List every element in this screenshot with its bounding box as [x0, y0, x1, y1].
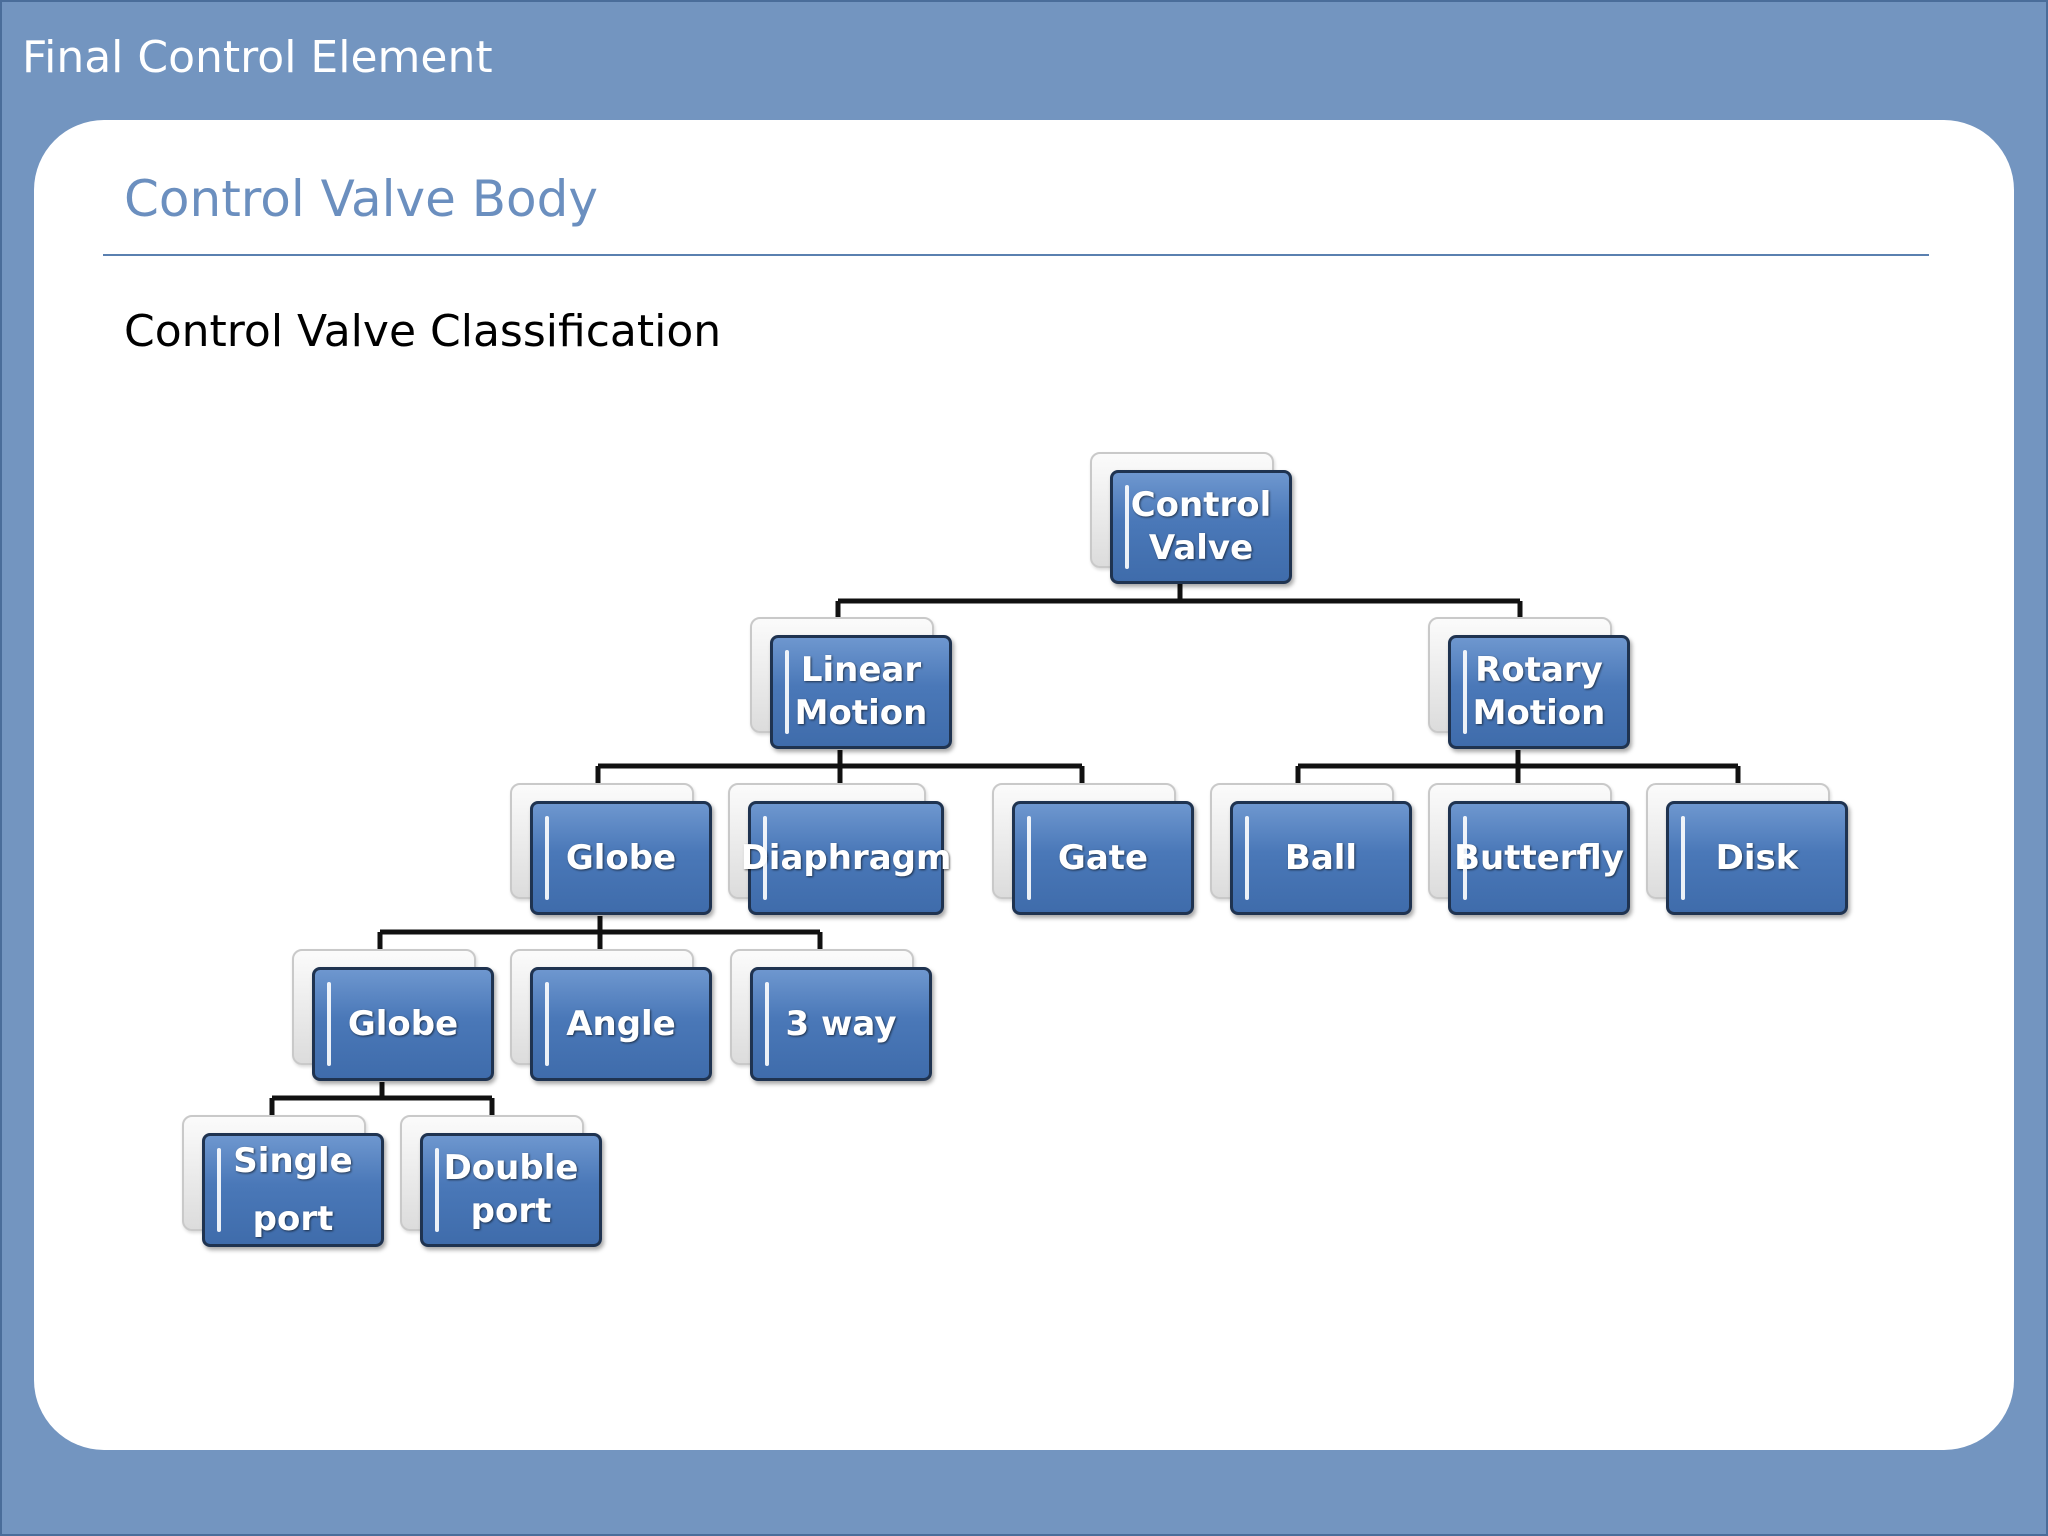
node-control-valve: Control Valve	[1090, 452, 1292, 584]
node-ball: Ball	[1210, 783, 1412, 915]
node-gate: Gate	[992, 783, 1194, 915]
node-box: Butterfly	[1448, 801, 1630, 915]
title-divider	[103, 254, 1929, 256]
node-label: Rotary Motion	[1472, 650, 1606, 733]
slide-title: Control Valve Body	[124, 170, 598, 228]
node-butterfly: Butterfly	[1428, 783, 1630, 915]
header-title: Final Control Element	[22, 32, 493, 83]
node-double-port: Double port	[400, 1115, 602, 1247]
node-box: Double port	[420, 1133, 602, 1247]
node-disk: Disk	[1646, 783, 1848, 915]
node-box: Gate	[1012, 801, 1194, 915]
node-label: Ball	[1284, 837, 1358, 878]
node-label: 3 way	[785, 1003, 897, 1044]
node-label: Linear Motion	[794, 650, 928, 733]
node-box: Rotary Motion	[1448, 635, 1630, 749]
node-box: Globe	[312, 967, 494, 1081]
node-box: Angle	[530, 967, 712, 1081]
node-globe: Globe	[510, 783, 712, 915]
node-label: Butterfly	[1454, 837, 1624, 878]
node-label: Single port	[233, 1141, 353, 1239]
node-box: Single port	[202, 1133, 384, 1247]
node-linear-motion: Linear Motion	[750, 617, 952, 749]
node-label: Double port	[443, 1148, 579, 1231]
node-box: Globe	[530, 801, 712, 915]
node-rotary-motion: Rotary Motion	[1428, 617, 1630, 749]
node-box: 3 way	[750, 967, 932, 1081]
node-label: Globe	[347, 1003, 459, 1044]
node-single-port: Single port	[182, 1115, 384, 1247]
node-label: Angle	[566, 1003, 676, 1044]
node-box: Ball	[1230, 801, 1412, 915]
node-box: Control Valve	[1110, 470, 1292, 584]
node-label: Control Valve	[1130, 485, 1272, 568]
slide-subtitle: Control Valve Classification	[124, 306, 722, 357]
node-3-way: 3 way	[730, 949, 932, 1081]
node-globe-sub: Globe	[292, 949, 494, 1081]
node-box: Linear Motion	[770, 635, 952, 749]
node-angle: Angle	[510, 949, 712, 1081]
node-box: Disk	[1666, 801, 1848, 915]
node-label: Gate	[1057, 837, 1149, 878]
node-label: Globe	[565, 837, 677, 878]
node-label: Diaphragm	[740, 837, 952, 878]
node-label: Disk	[1715, 837, 1799, 878]
node-diaphragm: Diaphragm	[728, 783, 951, 915]
node-box: Diaphragm	[741, 801, 951, 915]
